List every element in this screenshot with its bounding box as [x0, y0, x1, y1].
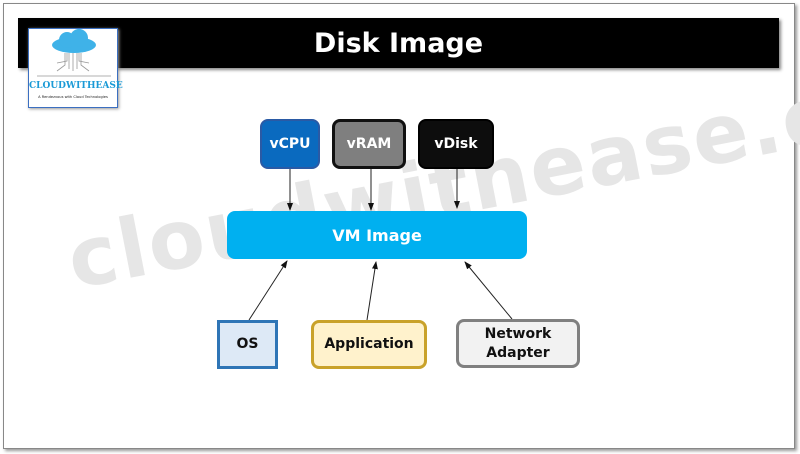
node-os: OS	[217, 320, 278, 369]
arrow-net-vm	[464, 261, 513, 320]
arrow-os-vm	[248, 260, 288, 321]
node-vcpu: vCPU	[260, 119, 320, 169]
node-vram: vRAM	[332, 119, 406, 169]
cloud-circuit-icon	[37, 29, 111, 77]
logo-name: CLOUDWITHEASE	[29, 81, 123, 91]
page-title: Disk Image	[313, 27, 484, 59]
node-label: vCPU	[269, 135, 311, 152]
node-label: vDisk	[434, 135, 478, 152]
node-label: Application	[324, 336, 414, 352]
arrow-app-vm	[366, 261, 378, 321]
node-label: VM Image	[332, 225, 422, 245]
logo: CLOUDWITHEASE A Rendezvous with Cloud Te…	[28, 28, 123, 108]
logo-tagline: A Rendezvous with Cloud Technologies	[38, 95, 108, 99]
node-label: vRAM	[346, 135, 392, 152]
node-vdisk: vDisk	[418, 119, 494, 169]
node-vm-image: VM Image	[227, 211, 527, 259]
title-bar: Disk Image	[18, 18, 779, 68]
node-network-adapter: Network Adapter	[456, 319, 580, 368]
node-application: Application	[311, 320, 427, 369]
node-label: Network Adapter	[484, 325, 552, 361]
node-label: OS	[236, 336, 259, 352]
